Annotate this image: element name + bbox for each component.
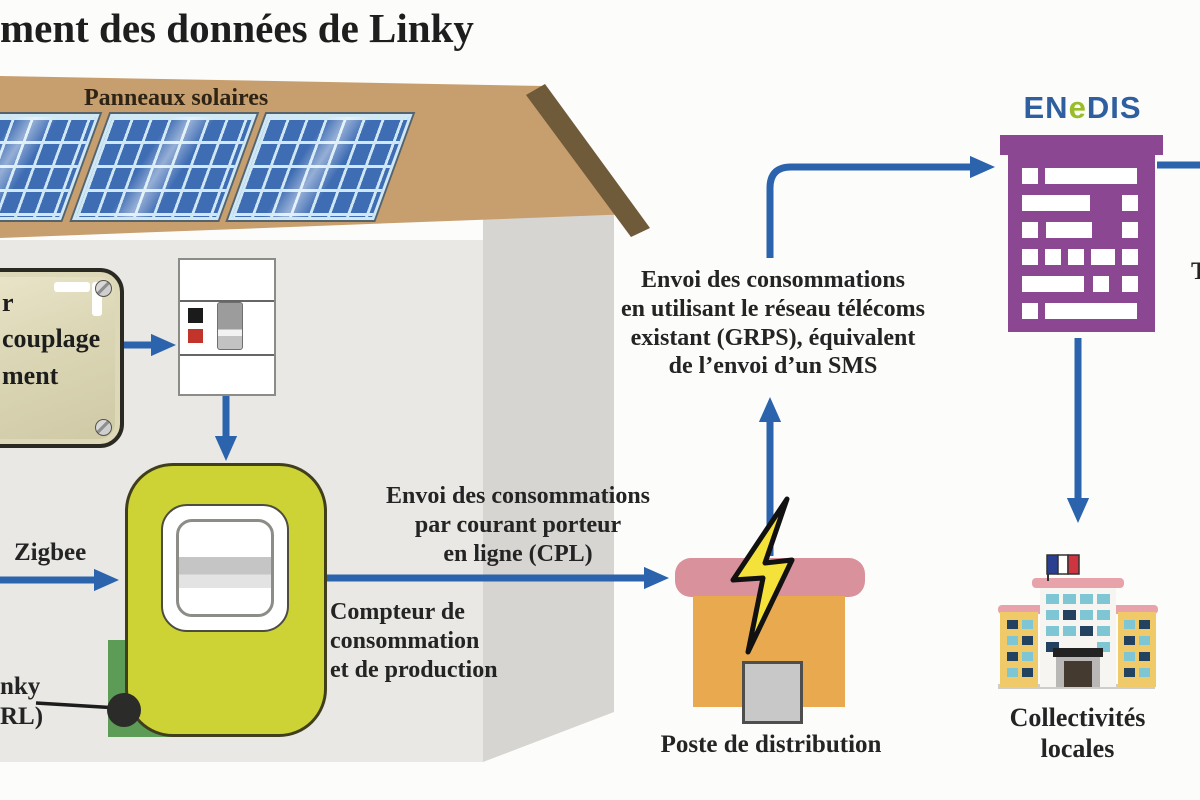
enedis-logo-dis: DIS bbox=[1086, 90, 1142, 125]
entrance-lintel bbox=[1053, 648, 1103, 657]
meter-label-line: et de production bbox=[330, 656, 498, 683]
grps-line: existant (GRPS), équivalent bbox=[630, 324, 916, 351]
breaker-bottom-section bbox=[180, 354, 274, 394]
cpl-line: par courant porteur bbox=[414, 511, 622, 538]
collectivites-line: locales bbox=[1040, 734, 1115, 764]
coupling-line: r bbox=[2, 288, 14, 317]
enedis-windows bbox=[1022, 168, 1138, 319]
enedis-roof-slab bbox=[1000, 135, 1163, 155]
linky-meter bbox=[125, 463, 327, 737]
roof-fascia bbox=[526, 84, 650, 237]
erl-line: nky bbox=[0, 673, 41, 700]
meter-window bbox=[161, 504, 289, 632]
highlight bbox=[92, 282, 102, 316]
grps-line: de l’envoi d’un SMS bbox=[668, 353, 878, 380]
cpl-text: Envoi des consommations par courant port… bbox=[368, 482, 668, 568]
wing-roof-right bbox=[1110, 605, 1158, 614]
grps-text: Envoi des consommations en utilisant le … bbox=[612, 266, 934, 381]
grps-line: Envoi des consommations bbox=[640, 267, 906, 293]
enedis-logo-en: EN bbox=[1023, 90, 1069, 125]
french-flag-icon bbox=[1046, 554, 1080, 581]
zigbee-label: Zigbee bbox=[14, 539, 87, 566]
breaker-switch bbox=[217, 302, 243, 350]
collectivites-line: Collectivités bbox=[1009, 703, 1146, 732]
breaker-black-indicator bbox=[188, 308, 203, 323]
meter-label-line: Compteur de bbox=[330, 599, 465, 625]
grps-line: en utilisant le réseau télécoms bbox=[621, 295, 925, 322]
breaker-device bbox=[178, 258, 276, 396]
coupling-box-label: r couplage ment bbox=[2, 285, 100, 394]
arrow-grps-to-enedis bbox=[766, 155, 995, 258]
cpl-line: en ligne (CPL) bbox=[443, 540, 593, 567]
wing-roof-left bbox=[998, 605, 1046, 614]
solar-panels-label: Panneaux solaires bbox=[84, 85, 269, 111]
poste-label: Poste de distribution bbox=[660, 731, 882, 758]
main-roof-slab bbox=[1032, 578, 1124, 588]
collectivites-label: Collectivités locales bbox=[990, 702, 1165, 764]
meter-label-line: consommation bbox=[330, 627, 480, 654]
highlight bbox=[54, 282, 90, 292]
coupling-box: r couplage ment bbox=[0, 268, 124, 448]
breaker-red-indicator bbox=[188, 329, 203, 343]
coupling-line: ment bbox=[2, 360, 59, 390]
cpl-line: Envoi des consommations bbox=[385, 483, 651, 509]
screw-icon bbox=[95, 280, 112, 297]
meter-display bbox=[176, 519, 274, 617]
house-side-wall bbox=[483, 92, 614, 762]
enedis-logo-e: e bbox=[1068, 90, 1087, 125]
erl-line: RL) bbox=[0, 703, 44, 730]
main-windows bbox=[1046, 594, 1110, 652]
entrance-door bbox=[1064, 661, 1092, 687]
enedis-logo: ENeDIS bbox=[1005, 90, 1160, 126]
meter-label: Compteur de consommation et de productio… bbox=[330, 598, 498, 684]
breaker-top-section bbox=[180, 260, 274, 302]
enedis-body bbox=[1008, 155, 1155, 332]
coupling-line: couplage bbox=[2, 324, 101, 354]
page-title: ment des données de Linky bbox=[0, 5, 474, 51]
wing-windows bbox=[1007, 620, 1150, 677]
cut-text-fragment: T bbox=[1191, 258, 1200, 285]
erl-dot bbox=[107, 693, 141, 727]
screw-icon bbox=[95, 419, 112, 436]
poste-door bbox=[742, 661, 803, 724]
erl-label: nky RL) bbox=[0, 672, 43, 732]
